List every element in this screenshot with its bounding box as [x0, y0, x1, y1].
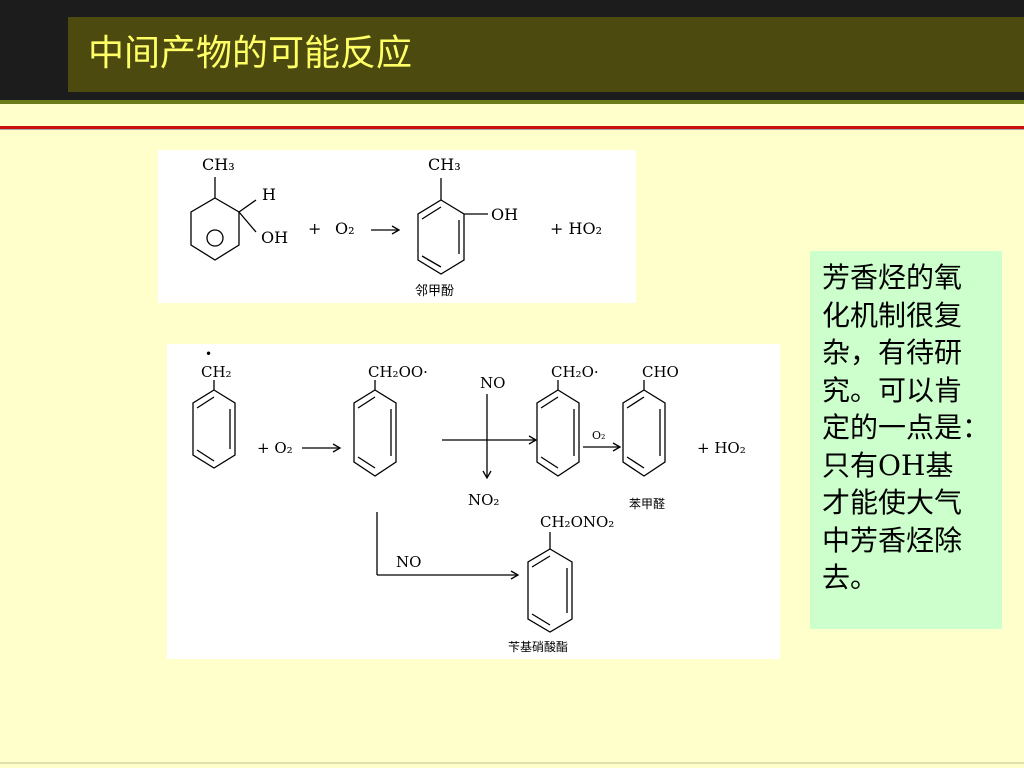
- o2-small-label: O₂: [592, 429, 605, 442]
- note-line: 中芳香烃除: [822, 523, 963, 557]
- benzene-ring: [417, 199, 465, 275]
- reaction-panel-cresol: CH₃ H OH + O₂ CH₃ OH + HO₂ 邻甲酚: [158, 150, 636, 303]
- reaction-diagram-toluene: • CH₂ + O₂ CH₂OO· NO NO₂ CH₂O· O₂ CHO + …: [192, 347, 746, 654]
- radical-dot: •: [205, 347, 212, 361]
- benzene-ring: [536, 389, 580, 477]
- note-box: 芳香烃的氧 化机制很复 杂，有待研 究。可以肯 定的一点是： 只有OH基 才能使…: [810, 251, 1002, 629]
- methyl-label: CH₃: [202, 155, 235, 174]
- header-divider: [0, 100, 1024, 104]
- h-label: H: [262, 185, 276, 204]
- benzene-ring: [527, 548, 573, 633]
- note-line: 只有OH基: [822, 448, 954, 482]
- no-lower-label: NO: [396, 553, 421, 571]
- bottom-rule: [0, 762, 1024, 764]
- benzene-ring: [192, 389, 236, 469]
- note-line: 去。: [822, 561, 879, 594]
- product-methyl-label: CH₃: [428, 155, 461, 174]
- oh-label: OH: [261, 228, 288, 247]
- benzaldehyde-name: 苯甲醛: [629, 496, 665, 511]
- no2-label: NO₂: [468, 491, 499, 509]
- ho2-label: + HO₂: [697, 439, 746, 457]
- benzene-ring: [622, 389, 666, 477]
- reaction-diagram-cresol: CH₃ H OH + O₂ CH₃ OH + HO₂ 邻甲酚: [190, 155, 602, 299]
- benzene-ring: [190, 197, 240, 261]
- cho-label: CHO: [642, 363, 679, 381]
- note-line: 杂，有待研: [822, 336, 963, 369]
- note-line: 才能使大气: [822, 486, 963, 519]
- o2-label: O₂: [335, 219, 355, 238]
- ch2o-label: CH₂O·: [551, 363, 599, 381]
- ch2oo-label: CH₂OO·: [368, 363, 428, 381]
- ho2-label: + HO₂: [550, 219, 602, 238]
- slide-title: 中间产物的可能反应: [88, 33, 413, 74]
- note-line: 定的一点是：: [822, 411, 991, 444]
- ch2-label: CH₂: [201, 363, 232, 381]
- radical-circle: [206, 229, 224, 247]
- grey-rule: [0, 129, 1024, 130]
- product-name: 邻甲酚: [415, 284, 454, 299]
- note-line: 芳香烃的氧: [822, 261, 963, 294]
- ch2ono2-label: CH₂ONO₂: [540, 513, 614, 531]
- no-label: NO: [480, 374, 505, 392]
- note-line: 化机制很复: [822, 298, 963, 332]
- plus-sign: +: [308, 219, 321, 238]
- title-box: [68, 17, 1024, 92]
- red-rule: [0, 126, 1024, 129]
- product-oh-label: OH: [491, 205, 518, 224]
- benzene-ring: [353, 389, 397, 477]
- plus-o2-label: + O₂: [257, 439, 293, 457]
- reaction-panel-toluene: • CH₂ + O₂ CH₂OO· NO NO₂ CH₂O· O₂ CHO + …: [167, 344, 780, 659]
- benzyl-nitrate-name: 苄基硝酸酯: [508, 639, 568, 654]
- note-line: 究。可以肯: [822, 373, 963, 407]
